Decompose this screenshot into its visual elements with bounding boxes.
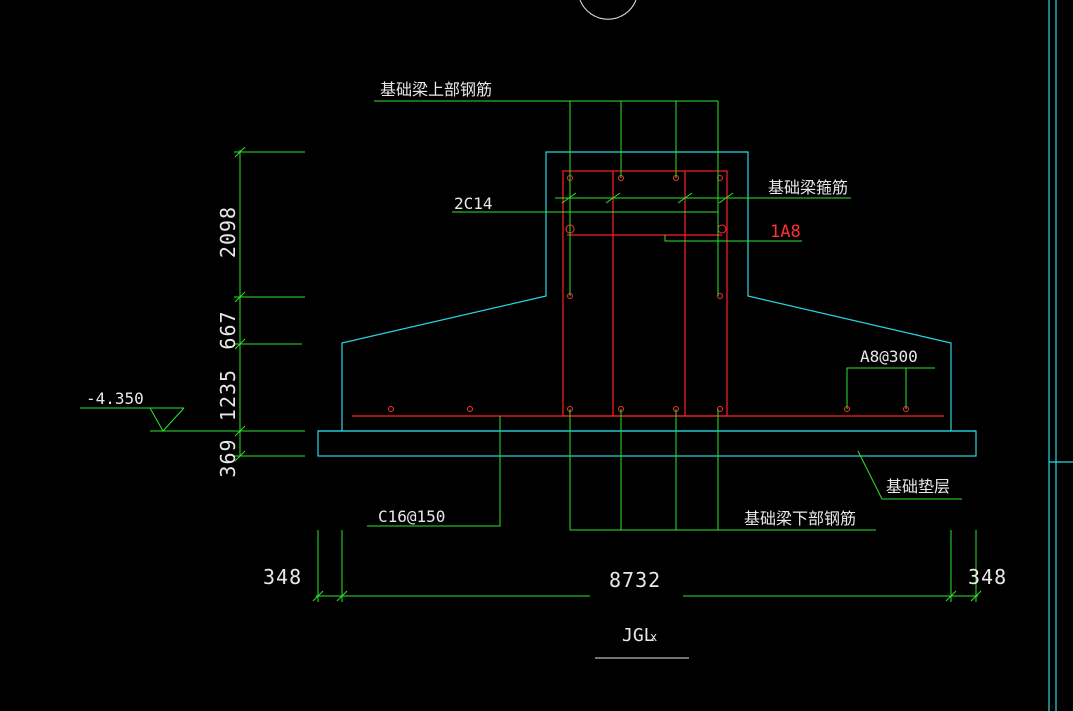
dim-label-2098: 2098 <box>216 206 240 258</box>
outer-stirrup <box>562 170 728 417</box>
section-marker-arc <box>579 0 637 20</box>
distribution-bar-label: A8@300 <box>860 347 918 366</box>
vertical-dimension-chain <box>234 146 305 462</box>
leader-lines <box>367 100 962 531</box>
drawing-title-suffix: x <box>650 630 657 644</box>
tie-bar-label: 1A8 <box>770 222 801 242</box>
dim-label-667: 667 <box>216 310 240 349</box>
stirrup-label: 基础梁箍筋 <box>768 178 848 197</box>
bottom-mesh-label: C16@150 <box>378 507 445 526</box>
top-bar-label: 基础梁上部钢筋 <box>380 80 492 99</box>
tie-hook-right <box>717 224 727 234</box>
cushion-label: 基础垫层 <box>886 477 950 496</box>
horizontal-dimension-chain <box>312 530 982 602</box>
elevation-label: -4.350 <box>86 389 144 408</box>
width-left-label: 348 <box>263 565 302 589</box>
dim-label-1235: 1235 <box>216 369 240 421</box>
dim-label-369: 369 <box>216 438 240 477</box>
bottom-bar-label: 基础梁下部钢筋 <box>744 509 856 528</box>
side-bar-label: 2C14 <box>454 194 493 213</box>
elevation-marker <box>80 407 305 432</box>
width-right-label: 348 <box>968 565 1007 589</box>
cushion-layer <box>317 430 977 457</box>
drawing-title: JGL <box>622 625 655 646</box>
concrete-outline <box>317 151 977 457</box>
rebar-cage <box>352 170 944 417</box>
width-main-label: 8732 <box>609 568 661 592</box>
